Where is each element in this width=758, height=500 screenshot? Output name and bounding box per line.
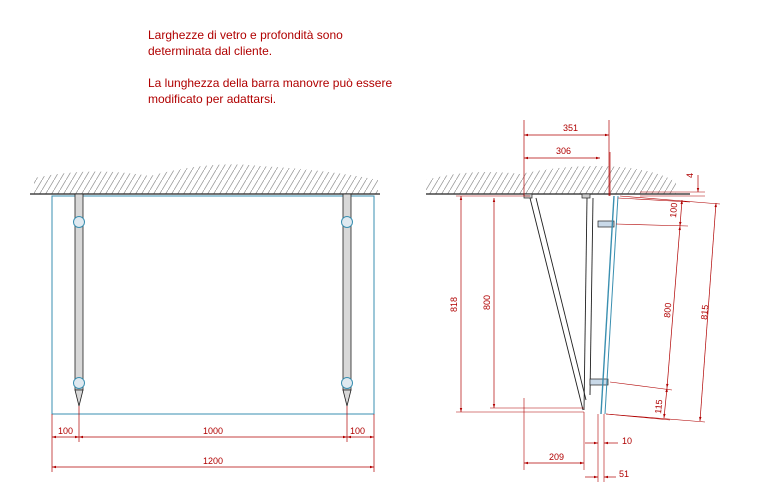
support-bar-vertical-inner (589, 197, 594, 396)
dim-line-800-right (666, 225, 681, 389)
support-tip-right (342, 389, 352, 407)
fixing-bolt-bottom-left (73, 377, 85, 389)
dim-side-51: 51 (619, 469, 629, 479)
dim-side-4: 4 (685, 173, 695, 178)
dim-front-left: 100 (58, 426, 73, 436)
note-line-3: La lunghezza della barra manovre può ess… (148, 76, 393, 90)
note-line-1: Larghezze di vetro e profondità sono (148, 28, 343, 42)
dim-side-351: 351 (563, 123, 578, 133)
support-bar-diagonal-outer (529, 197, 584, 411)
glass-pane-side-back (604, 195, 619, 415)
glass-connector-top (597, 220, 615, 228)
front-view: 100 1000 100 1200 (30, 164, 380, 472)
side-view: 351 306 4 818 800 100 800 115 81 (426, 120, 721, 482)
dim-side-800-right: 800 (662, 302, 673, 318)
support-bar-vertical-outer (583, 197, 588, 411)
dim-front-right: 100 (350, 426, 365, 436)
dim-side-100: 100 (668, 202, 679, 218)
glass-connector-bottom (589, 378, 609, 386)
dim-front-middle: 1000 (203, 426, 223, 436)
ceiling-hatch-front (34, 164, 378, 194)
dim-side-306: 306 (556, 146, 571, 156)
dim-side-209: 209 (549, 452, 564, 462)
note-line-2: determinata dal cliente. (148, 44, 273, 58)
glass-panel-front (51, 195, 375, 415)
fixing-bolt-top-left (73, 216, 85, 228)
front-dimension-lines (52, 435, 374, 469)
dim-side-115: 115 (653, 399, 664, 414)
side-right-extension-lines (605, 195, 721, 423)
support-tip-left (74, 389, 84, 407)
dim-front-total: 1200 (203, 456, 223, 466)
dim-line-100 (679, 199, 683, 227)
dim-side-10: 10 (622, 436, 632, 446)
support-bar-diagonal-inner (535, 197, 587, 401)
glass-pane-side-front (600, 195, 615, 415)
dim-side-800-left: 800 (482, 295, 492, 310)
dim-side-818: 818 (449, 297, 459, 312)
note-line-4: modificato per adattarsi. (148, 92, 277, 106)
side-bottom-extension-lines (523, 398, 605, 482)
dim-line-115 (663, 387, 668, 419)
dim-line-815 (699, 202, 717, 422)
ceiling-hatch-side (426, 166, 676, 194)
fixing-bolt-bottom-right (341, 377, 353, 389)
ceiling-bracket-2 (581, 193, 591, 199)
fixing-bolt-top-right (341, 216, 353, 228)
dim-side-815: 815 (699, 304, 710, 320)
